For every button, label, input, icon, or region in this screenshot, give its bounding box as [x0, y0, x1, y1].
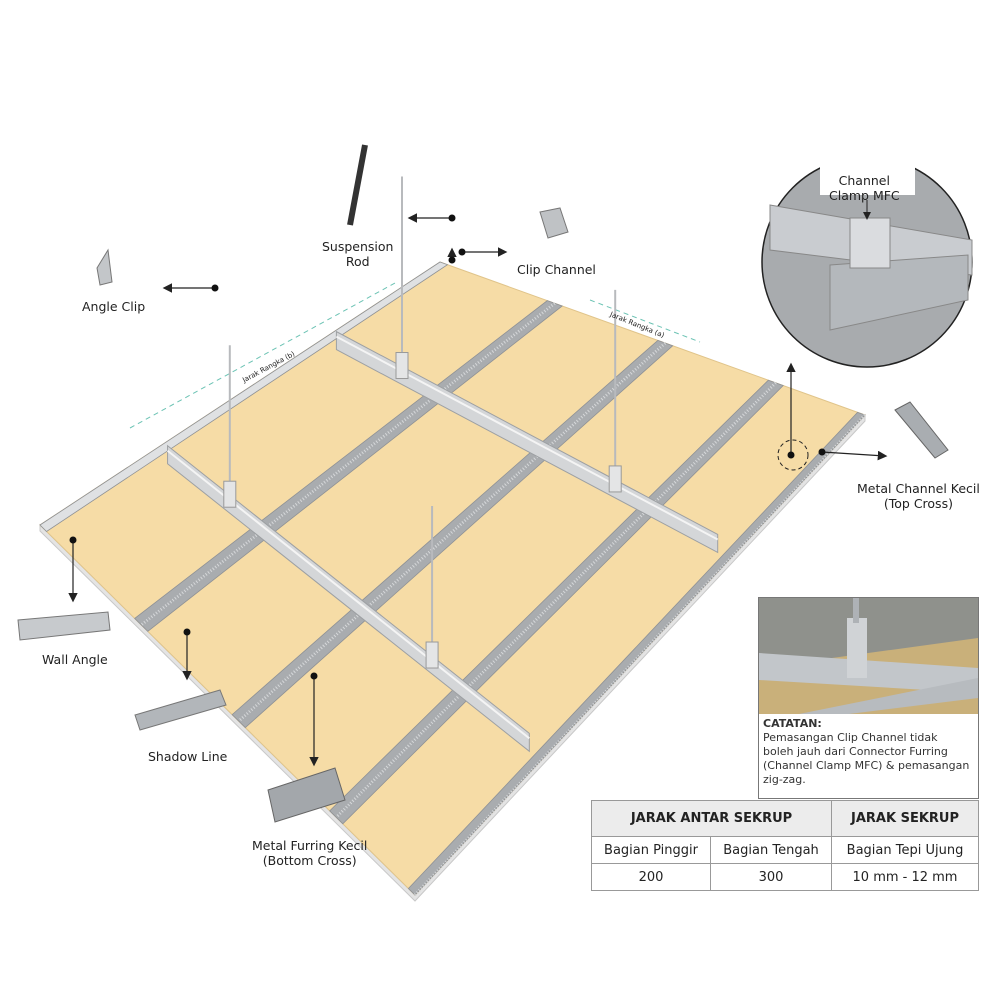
table-row: Bagian Pinggir Bagian Tengah Bagian Tepi…	[590, 836, 979, 864]
callout-arrow	[821, 450, 888, 461]
wall-angle-thumbnail	[17, 611, 111, 641]
note-line: boleh jauh dari Connector Furring	[763, 745, 948, 758]
callout-dot	[183, 628, 191, 636]
furring-ribs	[335, 381, 777, 819]
note-line: (Channel Clamp MFC) & pemasangan	[763, 759, 970, 772]
label-metal-channel: Metal Channel Kecil(Top Cross)	[857, 481, 980, 511]
furring-ribs	[237, 341, 667, 723]
guide-line-a	[589, 299, 701, 343]
note-line: zig-zag.	[763, 773, 806, 786]
callout-dot	[448, 214, 456, 222]
callout-dot	[458, 248, 466, 256]
shadow-line-thumbnail	[134, 689, 227, 731]
label-wall-angle: Wall Angle	[42, 652, 108, 667]
table-header-row: JARAK ANTAR SEKRUP JARAK SEKRUP	[590, 800, 979, 837]
callout-dot	[787, 451, 795, 459]
note-title: CATATAN:	[763, 717, 822, 730]
furring-ribs	[140, 302, 556, 627]
detail-label-bg	[820, 150, 915, 195]
callout-dot	[818, 448, 826, 456]
table-cell: Bagian Pinggir	[590, 836, 712, 864]
label-metal-furring: Metal Furring Kecil(Bottom Cross)	[252, 838, 368, 868]
label-angle-clip: Angle Clip	[82, 299, 146, 314]
screw-spacing-table: JARAK ANTAR SEKRUP JARAK SEKRUP Bagian P…	[590, 800, 979, 891]
metal-furring-strip	[134, 300, 564, 632]
detail-clamp	[849, 217, 891, 269]
label-clip-channel: Clip Channel	[517, 262, 596, 277]
note-box: CATATAN: Pemasangan Clip Channel tidak b…	[758, 597, 979, 799]
clip-channel	[608, 465, 622, 493]
clamp-highlight-circle	[777, 439, 809, 471]
table-cell: 200	[590, 863, 712, 891]
clip-channel	[425, 641, 439, 669]
callout-dot	[69, 536, 77, 544]
table-row: 200 300 10 mm - 12 mm	[590, 863, 979, 891]
callout-dot	[211, 284, 219, 292]
metal-channel-thumbnail	[894, 401, 949, 459]
clip-channel	[223, 480, 237, 508]
detail-channel-lower	[829, 254, 969, 331]
callout-dot	[448, 256, 456, 264]
photo-illustration	[759, 598, 978, 714]
table-header: JARAK SEKRUP	[831, 800, 979, 837]
angle-clip-thumbnail	[96, 248, 113, 286]
note-text: CATATAN: Pemasangan Clip Channel tidak b…	[763, 717, 969, 787]
table-cell: 10 mm - 12 mm	[831, 863, 979, 891]
label-shadow-line: Shadow Line	[148, 749, 228, 764]
table-header: JARAK ANTAR SEKRUP	[590, 800, 833, 837]
metal-furring-thumbnail	[267, 767, 346, 823]
table-cell: Bagian Tengah	[710, 836, 833, 864]
note-line: Pemasangan Clip Channel tidak	[763, 731, 938, 744]
suspension-rod-thumbnail	[347, 144, 368, 226]
clip-channel-thumbnail	[539, 207, 569, 239]
callout-dot	[310, 672, 318, 680]
clip-channel-photo	[759, 598, 978, 714]
wall-angle-profile	[39, 261, 449, 532]
table-cell: 300	[710, 863, 833, 891]
table-cell: Bagian Tepi Ujung	[831, 836, 979, 864]
clip-channel	[395, 352, 409, 380]
